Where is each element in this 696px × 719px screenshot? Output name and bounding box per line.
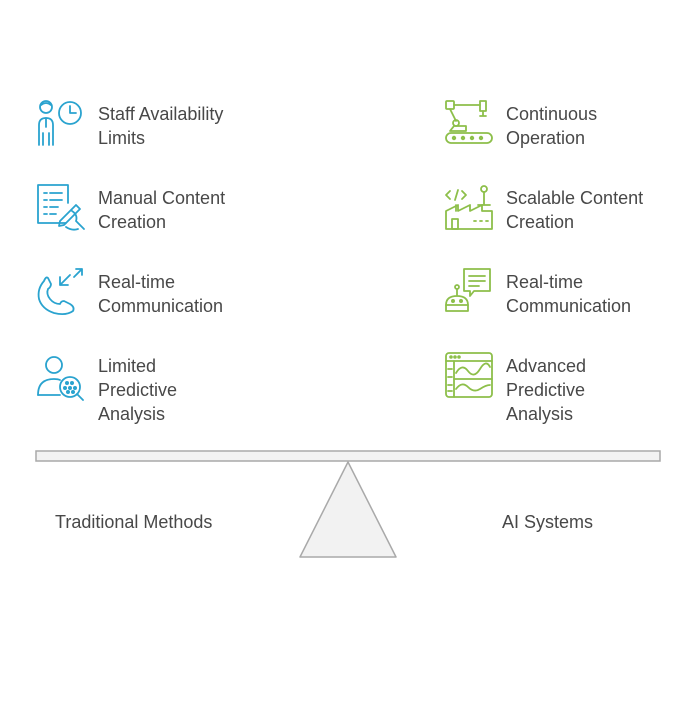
staff-clock-icon: [36, 99, 86, 149]
phone-call-icon: [36, 267, 86, 317]
left-item-predictive: Limited Predictive Analysis: [36, 354, 177, 426]
left-item-label: Real-time Communication: [98, 272, 224, 316]
left-item-label: Limited Predictive Analysis: [98, 356, 178, 424]
right-group-title: AI Systems: [502, 512, 594, 532]
left-item-label: Staff Availability Limits: [98, 104, 224, 148]
right-item-label: Advanced Predictive Analysis: [506, 356, 587, 424]
right-item-label: Real-time Communication: [506, 272, 632, 316]
seesaw-beam: [35, 450, 661, 462]
person-search-icon: [36, 351, 86, 401]
seesaw-fulcrum: [299, 461, 397, 558]
left-group-title: Traditional Methods: [55, 512, 213, 532]
right-item-communication: Real-time Communication: [444, 267, 632, 318]
left-item-manual-content: Manual Content Creation: [36, 183, 226, 234]
manual-writing-icon: [36, 183, 86, 233]
left-item-communication: Real-time Communication: [36, 267, 224, 318]
right-item-scalable-content: Scalable Content Creation: [444, 183, 644, 234]
left-item-staff-availability: Staff Availability Limits: [36, 99, 224, 150]
factory-code-icon: [444, 183, 494, 233]
analytics-dashboard-icon: [444, 351, 494, 401]
right-item-predictive: Advanced Predictive Analysis: [444, 351, 587, 426]
right-item-label: Continuous Operation: [506, 104, 598, 148]
robot-arm-conveyor-icon: [444, 99, 494, 149]
chatbot-icon: [444, 267, 494, 317]
left-item-label: Manual Content Creation: [98, 188, 226, 232]
right-item-continuous-operation: Continuous Operation: [444, 99, 598, 150]
right-item-label: Scalable Content Creation: [506, 188, 644, 232]
